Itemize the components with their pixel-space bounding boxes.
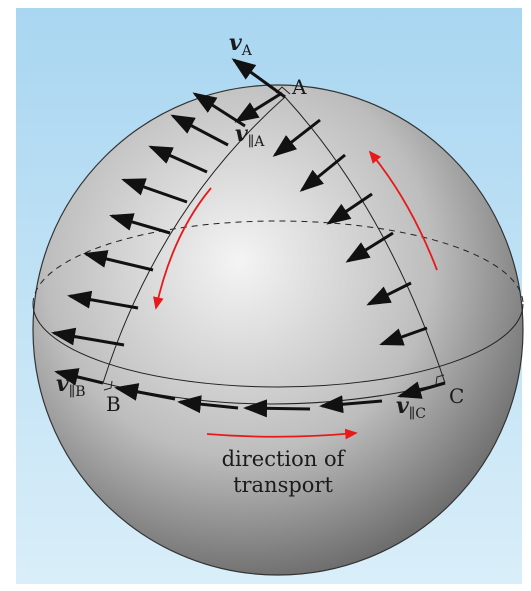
label-vector-par-a-sub: ∥A: [248, 134, 265, 150]
label-vector-par-a-main: v: [235, 121, 248, 147]
label-vector-par-b-sub: ∥B: [69, 384, 86, 400]
vector-ab-6: [83, 250, 154, 272]
vector-bc-3: [243, 399, 311, 418]
vector-ac-5: [366, 281, 412, 306]
vector-ac-1: [272, 118, 321, 157]
caption-line-1: direction of: [222, 447, 347, 471]
vector-bc-1: [114, 383, 176, 401]
caption-line-2: transport: [233, 473, 333, 497]
label-point-a: A: [291, 75, 307, 99]
sphere: [32, 84, 524, 576]
right-angle-b: [103, 380, 113, 391]
label-vector-par-b: v∥B: [56, 371, 86, 400]
label-vector-par-a: v∥A: [235, 121, 265, 150]
vector-ac-3: [326, 192, 373, 225]
right-angle-c: [435, 374, 445, 385]
label-vector-par-c-sub: ∥C: [409, 406, 426, 422]
vector-ac-4: [345, 231, 394, 263]
label-vector-par-b-main: v: [56, 371, 69, 397]
direction-arrow-bottom: [206, 428, 358, 440]
vector-a: [231, 58, 286, 99]
vector-c: [397, 381, 446, 399]
vector-ac-6: [379, 326, 428, 346]
vector-ac-2: [299, 153, 346, 192]
vector-ab-8: [51, 327, 125, 347]
label-vector-par-c: v∥C: [396, 393, 426, 422]
vectors-side-bc: [114, 383, 383, 418]
label-point-b: B: [106, 392, 121, 416]
label-vector-a: vA: [229, 30, 253, 59]
vectors-side-ac: [234, 91, 446, 399]
equator-back-dashed: [32, 220, 524, 305]
direction-arrow-right: [368, 150, 438, 271]
direction-arrow-left: [153, 187, 212, 310]
label-point-c: C: [449, 384, 464, 408]
vector-ab-5: [109, 213, 171, 235]
label-vector-par-c-main: v: [396, 393, 409, 419]
side-a-b: [102, 96, 286, 384]
label-vector-a-main: v: [229, 30, 242, 56]
vector-par-a: [234, 91, 283, 123]
vector-ab-2: [170, 114, 229, 147]
vectors-side-ab: [51, 58, 286, 386]
vector-ab-3: [148, 145, 208, 174]
direction-arrows: [153, 150, 438, 440]
vector-b: [54, 368, 104, 386]
vector-bc-4: [319, 395, 383, 414]
vector-ab-4: [121, 178, 188, 204]
label-vector-a-sub: A: [241, 43, 253, 59]
vector-bc-2: [177, 395, 239, 414]
vector-ab-7: [67, 290, 139, 310]
